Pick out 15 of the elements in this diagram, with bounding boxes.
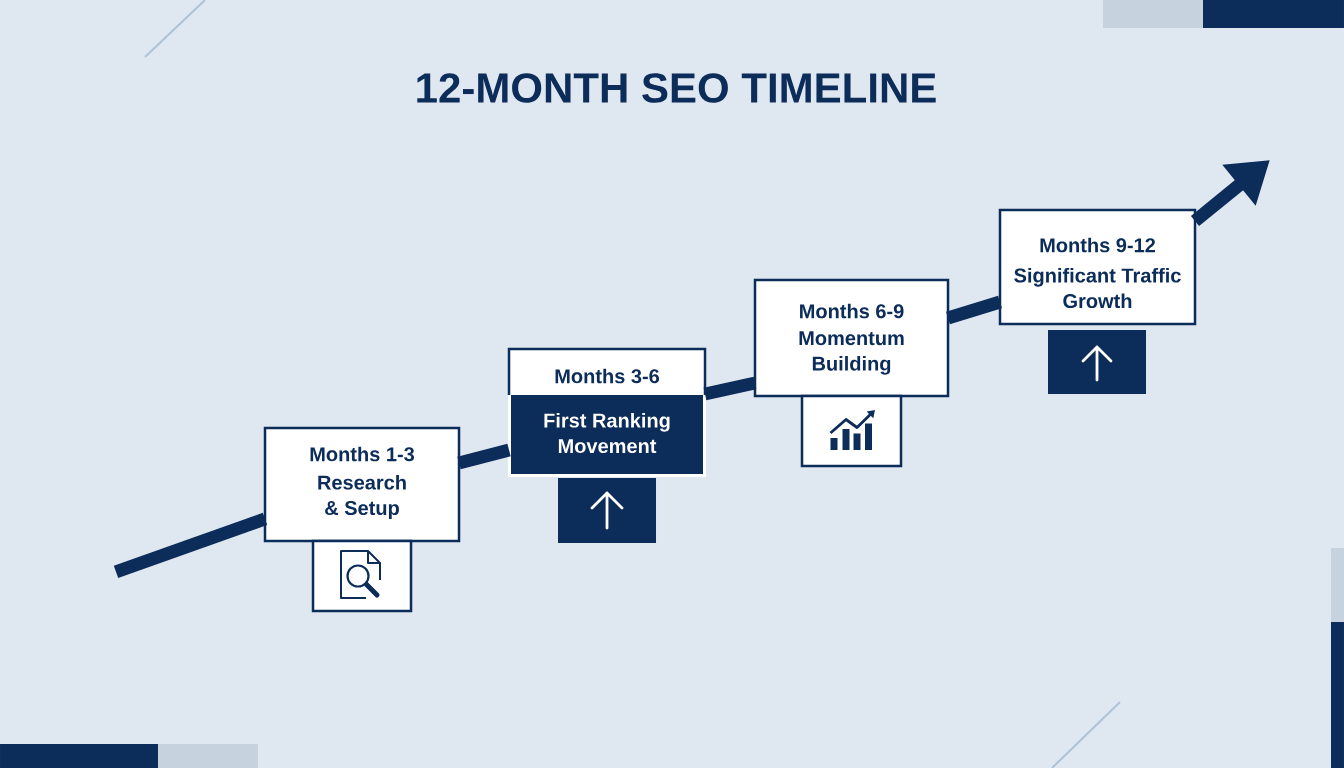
period-label: Months 1-3 (310, 446, 415, 462)
milestone-card (998, 208, 1197, 326)
milestone-title: Significant Traffic Growth (1014, 267, 1181, 309)
timeline-line (457, 443, 511, 470)
timeline-line (113, 512, 268, 579)
milestone-title: Momentum Building (799, 331, 904, 375)
period-label: Months 9-12 (1040, 237, 1155, 253)
milestone-card (507, 347, 707, 477)
timeline-line (703, 376, 757, 401)
timeline-line (946, 295, 1002, 325)
highlight-band: First Ranking Movement (511, 395, 703, 474)
period-label: Months 3-6 (555, 368, 660, 384)
period-label: Months 6-9 (800, 303, 904, 319)
title: 12-MONTH SEO TIMELINE (417, 73, 936, 103)
milestone-title: Research & Setup (318, 474, 406, 520)
